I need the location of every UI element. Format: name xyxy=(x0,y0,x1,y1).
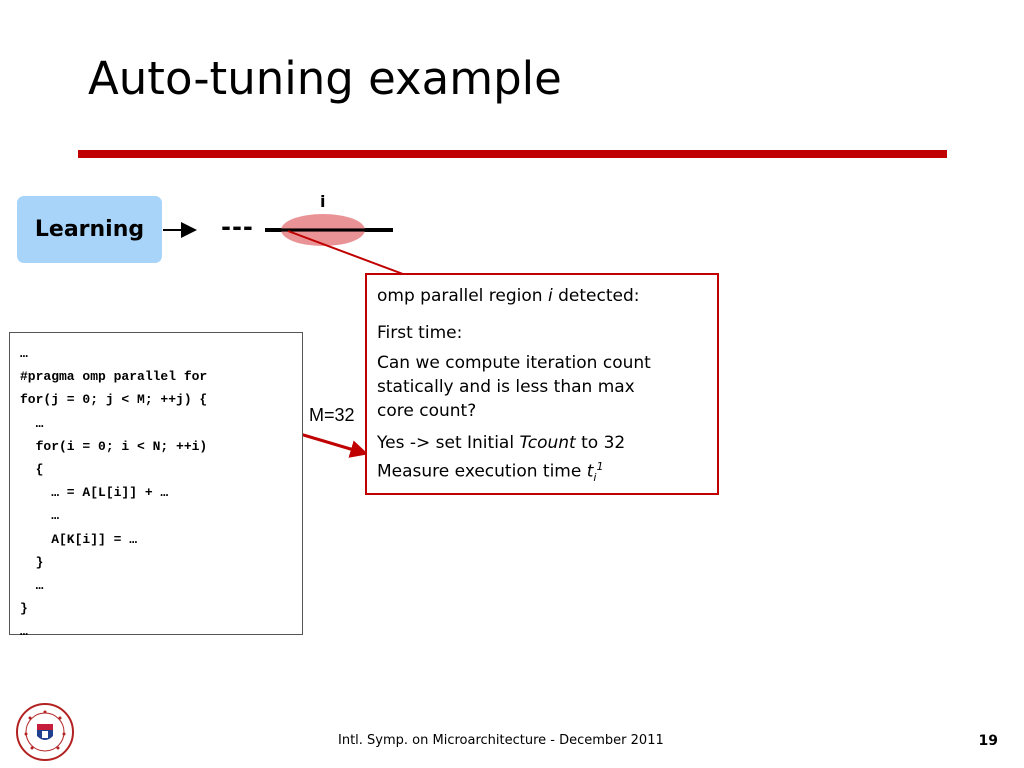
callout-measure: Measure execution time ti1 xyxy=(377,460,604,485)
code-line: for(i = 0; i < N; ++i) xyxy=(20,438,208,454)
code-line: … xyxy=(20,508,60,524)
code-snippet: … #pragma omp parallel for for(j = 0; j < … xyxy=(9,332,303,639)
university-logo xyxy=(13,702,77,766)
code-line: … xyxy=(20,577,44,593)
iteration-label: i xyxy=(320,192,326,211)
university-crest-icon xyxy=(16,703,74,761)
code-line: for(j = 0; j < M; ++j) { xyxy=(20,392,208,408)
code-line: { xyxy=(20,461,44,477)
timeline-dashes: --- xyxy=(221,213,254,241)
footer-text: Intl. Symp. on Microarchitecture - Decem… xyxy=(338,733,664,748)
code-line: A[K[i]] = … xyxy=(20,531,138,547)
m-value-label: M=32 xyxy=(309,405,355,425)
code-line: #pragma omp parallel for xyxy=(20,369,208,385)
code-line: … xyxy=(20,415,44,431)
callout-connector xyxy=(287,230,404,275)
code-line: } xyxy=(20,554,44,570)
code-line: } xyxy=(20,601,28,617)
callout-first-time: First time: xyxy=(377,323,463,343)
learning-label: Learning xyxy=(34,217,145,242)
code-line: … xyxy=(20,346,28,361)
title-divider xyxy=(78,150,947,158)
code-line: … xyxy=(20,624,28,640)
slide-title: Auto-tuning example xyxy=(88,52,562,105)
callout-yes: Yes -> set Initial Tcount to 32 xyxy=(377,433,626,453)
code-line: … = A[L[i]] + … xyxy=(20,485,169,501)
callout-heading: omp parallel region i detected: xyxy=(377,286,640,306)
page-number: 19 xyxy=(978,733,998,749)
detection-callout: omp parallel region i detected: First ti… xyxy=(365,273,719,495)
learning-box: Learning xyxy=(17,196,162,263)
callout-question: Can we compute iteration count staticall… xyxy=(377,353,651,421)
